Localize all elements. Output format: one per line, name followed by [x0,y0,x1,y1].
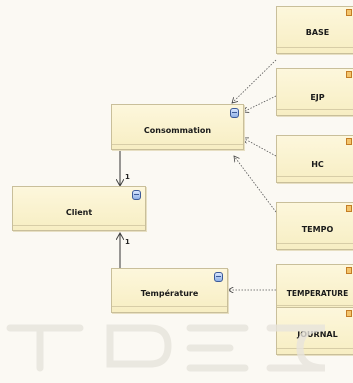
source-ejp[interactable]: EJP [276,68,353,116]
table-icon [346,138,352,145]
source-divider [277,109,353,110]
multiplicity-client-temperature: 1 [125,238,130,246]
link-tempo-consommation [234,156,277,213]
table-icon [346,310,352,317]
entity-divider [112,144,243,145]
table-icon [346,205,352,212]
entity-icon [132,190,141,200]
source-temperature-label: TEMPERATURE [286,289,349,298]
source-tempo-label: TEMPO [301,225,334,234]
entity-consommation-label: Consommation [143,126,212,135]
table-icon [346,71,352,78]
entity-icon [230,108,239,118]
entity-divider [13,225,145,226]
entity-divider [112,306,227,307]
link-base-consommation [232,59,277,103]
source-ejp-label: EJP [310,93,325,102]
entity-icon [214,272,223,282]
source-journal-label: JOURNAL [297,330,338,339]
entity-consommation[interactable]: Consommation [111,104,244,150]
source-divider [277,348,353,349]
entity-temperature-label: Température [140,289,199,298]
entity-client[interactable]: Client [12,186,146,231]
source-divider [277,176,353,177]
source-base[interactable]: BASE [276,6,353,54]
source-base-label: BASE [305,28,330,37]
table-icon [346,267,352,274]
source-tempo[interactable]: TEMPO [276,202,353,250]
entity-temperature[interactable]: Température [111,268,228,313]
source-divider [277,305,353,306]
source-divider [277,47,353,48]
link-ejp-consommation [243,95,277,112]
multiplicity-client-consommation: 1 [125,173,130,181]
source-hc-label: HC [311,160,324,169]
link-hc-consommation [243,138,277,157]
entity-client-label: Client [65,208,93,217]
table-icon [346,9,352,16]
source-hc[interactable]: HC [276,135,353,183]
watermark-graphic [6,324,326,372]
source-divider [277,243,353,244]
